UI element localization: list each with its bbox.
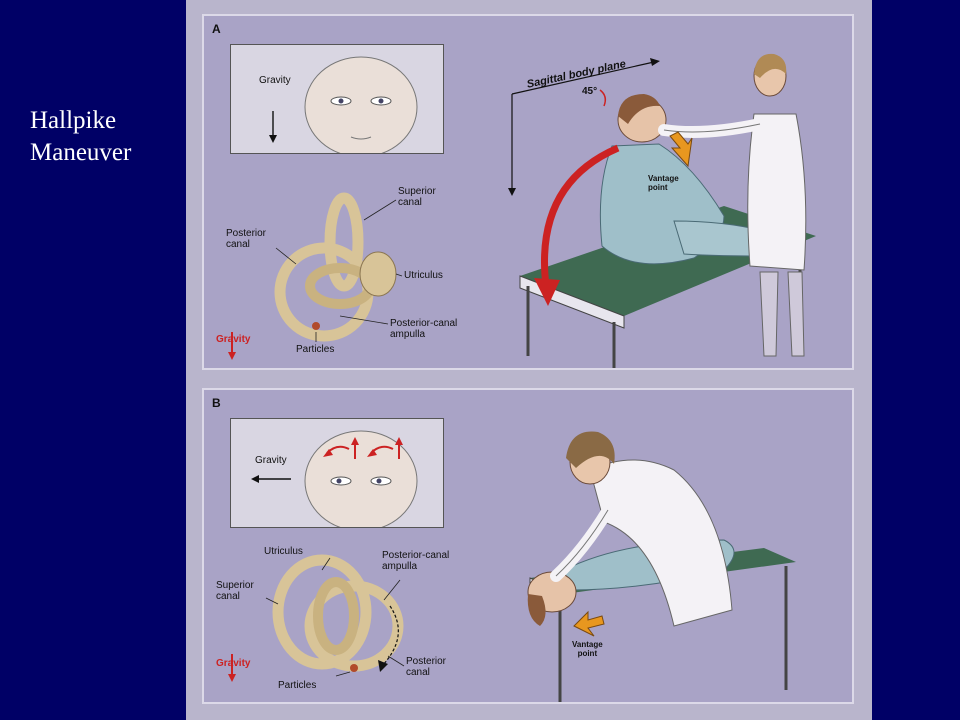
inset-gravity-label: Gravity: [255, 455, 287, 466]
leader-line: [363, 199, 397, 221]
motion-arrowhead: [534, 278, 560, 306]
slide-title-line1: Hallpike: [30, 107, 117, 134]
vantage-arrow: [573, 610, 605, 637]
angle-label: 45°: [582, 86, 598, 97]
physician-hair: [566, 431, 615, 468]
leader-line: [383, 579, 401, 601]
left-pupil: [338, 98, 344, 104]
medical-figure: A Gravity Sagittal body plane 45° Superi…: [186, 0, 872, 720]
utriculus-shape: [359, 251, 397, 297]
nystagmus-arrowhead: [351, 437, 359, 445]
superior-canal-loop: [324, 192, 364, 292]
vantage-label: Vantage point: [648, 174, 679, 192]
axis-arrowhead: [650, 58, 660, 66]
particles-dot: [312, 322, 320, 330]
physician-arm-outline: [555, 509, 609, 577]
particles-label: Particles: [296, 344, 335, 355]
gravity-arrowhead: [228, 674, 236, 682]
patient-hair: [527, 594, 546, 626]
motion-arrow: [541, 144, 620, 287]
vantage-arrow: [669, 131, 693, 168]
physician-arm-outline: [663, 123, 761, 133]
panel-a-face-inset: Gravity: [230, 44, 444, 154]
slide-title: Hallpike Maneuver: [30, 105, 131, 169]
plane-axis-horizontal: [511, 61, 655, 95]
superior-canal-label: Superior canal: [398, 186, 436, 208]
inset-gravity-arrowhead: [269, 135, 277, 143]
utriculus-label: Utriculus: [404, 270, 443, 281]
horizontal-canal-loop: [313, 577, 359, 655]
particles-label: Particles: [278, 680, 317, 691]
gravity-arrowhead: [228, 352, 236, 360]
leader-line: [275, 247, 297, 265]
panel-b-label: B: [212, 396, 221, 410]
leader-line: [265, 597, 279, 605]
posterior-canal-label: Posterior canal: [406, 656, 447, 678]
panel-b: B Gravity Utriculus Posteri: [202, 388, 854, 704]
superior-canal-loop: [272, 554, 372, 670]
face-shape: [304, 430, 418, 527]
nystagmus-arrowhead: [367, 449, 377, 457]
particles-dot: [350, 664, 358, 672]
leader-line: [395, 273, 403, 277]
physician-legs: [759, 271, 805, 357]
face-shape: [304, 56, 418, 153]
inset-gravity-arrowhead: [251, 475, 259, 483]
ampulla-label: Posterior-canal ampulla: [382, 550, 450, 572]
leader-line: [321, 557, 331, 571]
patient-hair: [618, 94, 660, 124]
panel-b-face-inset: Gravity: [230, 418, 444, 528]
right-pupil: [378, 98, 384, 104]
panel-b-illustration: [228, 431, 796, 702]
left-pupil: [336, 478, 342, 484]
posterior-canal-label: Posterior canal: [226, 228, 267, 250]
nystagmus-arrowhead: [323, 449, 333, 457]
leader-line: [335, 671, 351, 677]
particle-path-arrowhead: [378, 660, 388, 672]
superior-canal-label: Superior canal: [216, 580, 254, 602]
panel-a: A Gravity Sagittal body plane 45° Superi…: [202, 14, 854, 370]
nystagmus-arrowhead: [395, 437, 403, 445]
mouth: [350, 136, 372, 140]
inset-gravity-label: Gravity: [259, 75, 291, 86]
slide-title-line2: Maneuver: [30, 139, 132, 166]
face-inset-drawing: [269, 56, 418, 153]
gravity-label: Gravity: [216, 334, 251, 345]
leader-line: [387, 655, 405, 667]
physician-coat: [589, 459, 733, 627]
right-pupil: [376, 478, 382, 484]
panel-a-label: A: [212, 22, 221, 36]
physician-coat: [747, 113, 807, 271]
face-inset-drawing: [251, 430, 418, 527]
axis-arrowhead: [508, 188, 516, 196]
physician-hair: [754, 53, 787, 78]
gravity-label: Gravity: [216, 658, 251, 669]
vantage-label: Vantage point: [572, 640, 603, 658]
particle-path: [381, 605, 399, 667]
ampulla-label: Posterior-canal ampulla: [390, 318, 458, 340]
utriculus-label: Utriculus: [264, 546, 303, 557]
panel-a-illustration: [228, 53, 816, 368]
leader-line: [339, 315, 389, 325]
angle-arc: [599, 89, 607, 107]
